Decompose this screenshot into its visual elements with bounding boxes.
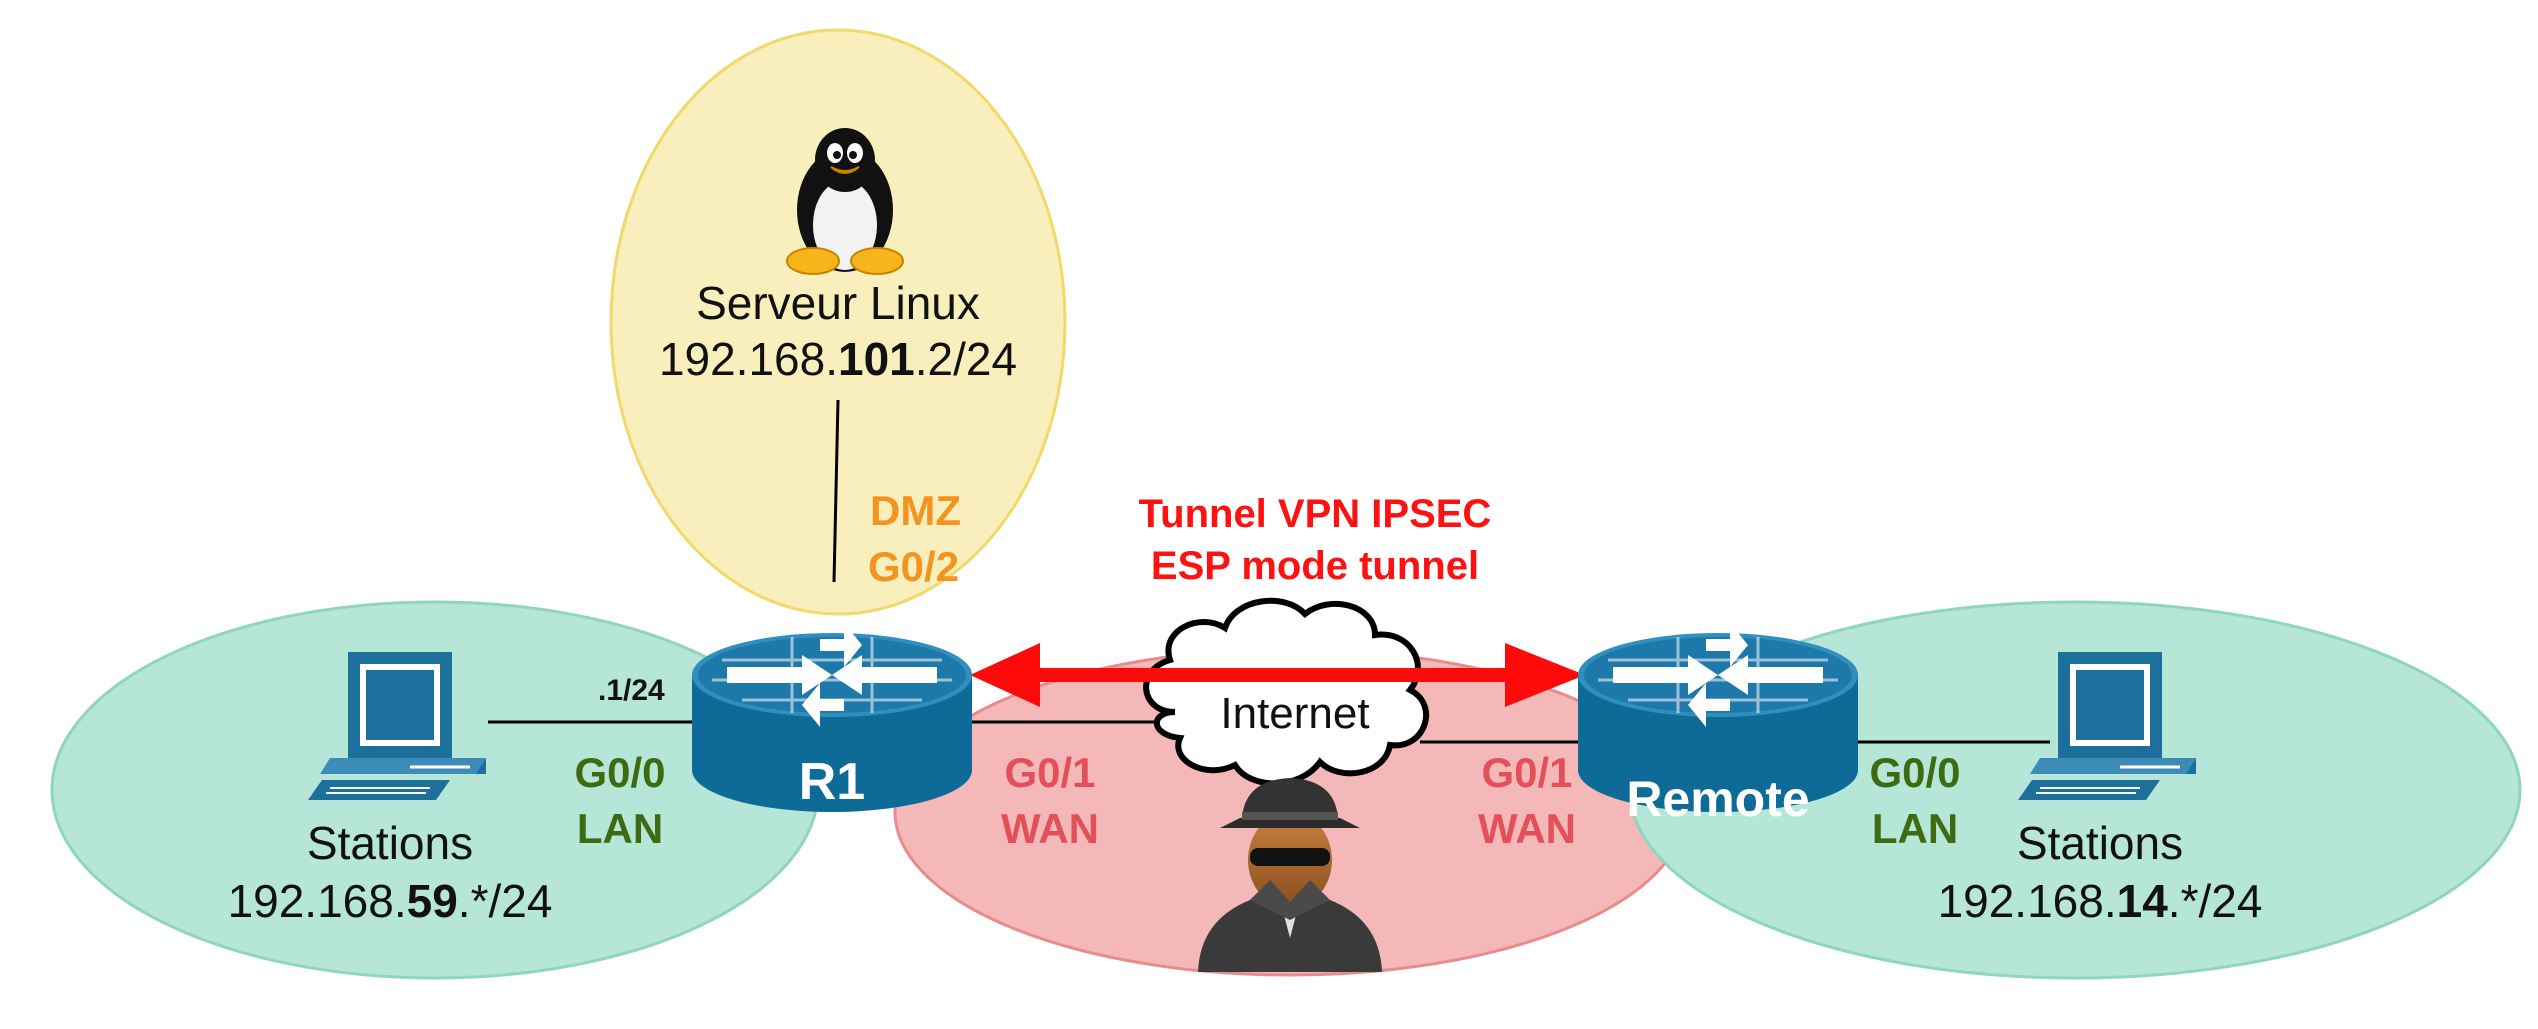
lan-right-title: Stations: [2016, 817, 2184, 869]
lan-left-gateway: .1/24: [598, 674, 665, 707]
dmz-iface-name: DMZ: [870, 487, 961, 534]
internet-label: Internet: [1220, 689, 1370, 738]
hacker-spy-icon: [1198, 778, 1382, 972]
dmz-zone: [609, 28, 1067, 616]
dmz-server-ip: 192.168.101.2/24: [658, 333, 1018, 385]
lan-right-iface-name: LAN: [1871, 805, 1959, 852]
lan-left-title: Stations: [306, 817, 474, 869]
linux-penguin-icon: [786, 128, 904, 275]
double-arrow-icon: [970, 643, 1585, 707]
lan-right-iface-port: G0/0: [1869, 749, 1961, 796]
wan-right-name: WAN: [1478, 805, 1576, 852]
wan-right-port: G0/1: [1481, 749, 1573, 796]
lan-right-ip: 192.168.14.*/24: [1937, 875, 2263, 927]
dmz-server-title: Serveur Linux: [696, 277, 980, 329]
router-icon-right: [1578, 623, 1858, 812]
vpn-label-line1: Tunnel VPN IPSEC: [1138, 492, 1492, 536]
lan-left-iface-port: G0/0: [574, 749, 666, 796]
dmz-link: [832, 399, 840, 583]
wan-left-port: G0/1: [1004, 749, 1096, 796]
router-left-name: R1: [798, 753, 866, 811]
router-right-name: Remote: [1626, 771, 1810, 827]
computer-icon-right: [2018, 652, 2196, 800]
lan-left-ip: 192.168.59.*/24: [227, 875, 553, 927]
lan-left-iface-name: LAN: [576, 805, 664, 852]
vpn-label-line2: ESP mode tunnel: [1150, 544, 1480, 588]
dmz-iface-port: G0/2: [868, 543, 960, 590]
wan-left-name: WAN: [1001, 805, 1099, 852]
router-icon-left: [692, 623, 972, 812]
computer-icon-left: [308, 652, 486, 800]
cloud-icon: [1143, 597, 1430, 787]
